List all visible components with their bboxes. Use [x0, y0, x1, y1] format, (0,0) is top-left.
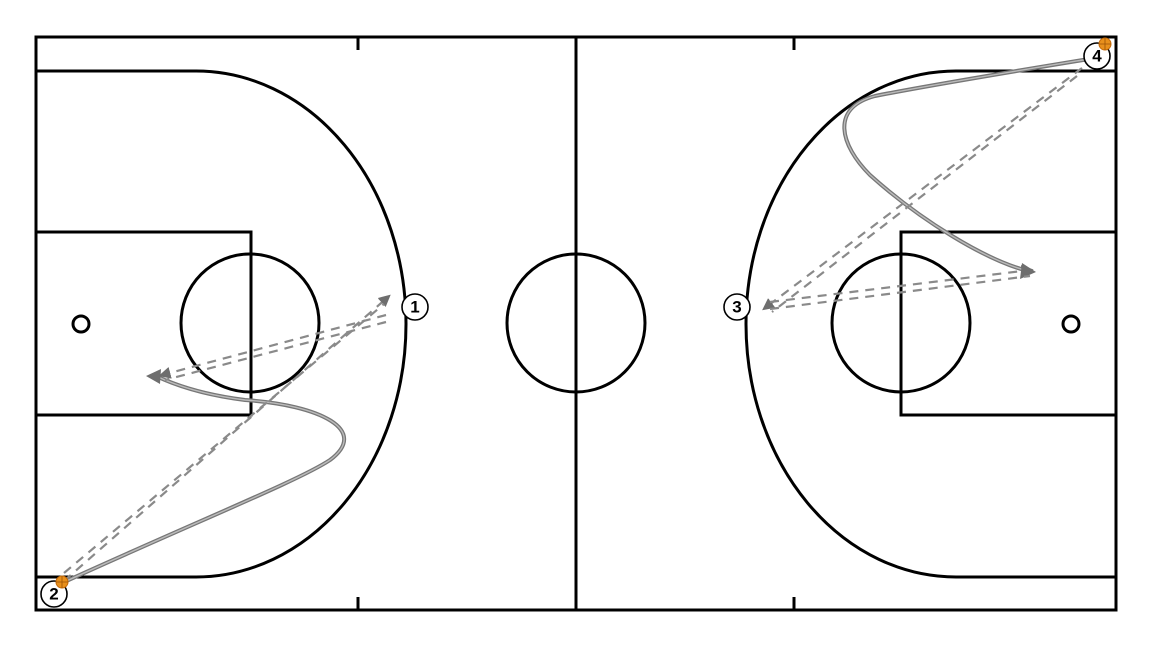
player-label: 3: [732, 298, 741, 317]
pass-line-2: [63, 294, 391, 582]
center-circle: [505, 252, 647, 394]
pass-line-3: [769, 265, 1034, 304]
player-marker: [723, 293, 751, 321]
three-point-line-right: [744, 69, 1116, 579]
player-4: 4: [1083, 37, 1112, 70]
key-right: [899, 230, 1118, 417]
basketball-icon: [1098, 37, 1112, 51]
pass-line-4-double: [771, 75, 1078, 313]
movements: [60, 56, 1097, 585]
player-1: 1: [401, 293, 429, 321]
free-throw-circle-right: [830, 252, 972, 394]
free-throw-circle-left: [179, 252, 321, 394]
basket-right: [1061, 314, 1081, 334]
player-marker: [401, 293, 429, 321]
right-half: [744, 69, 1118, 579]
pass-line-1: [158, 313, 387, 379]
player-2: 2: [40, 575, 69, 608]
arrowhead: [146, 369, 161, 384]
court: [34, 35, 1118, 612]
pass-line-2-double: [63, 303, 385, 574]
player-label: 4: [1092, 47, 1102, 66]
basket-left: [71, 314, 91, 334]
players: 1 2 3 4: [40, 37, 1112, 608]
basketball-icon: [55, 575, 69, 589]
three-point-line-left: [36, 69, 408, 579]
left-half: [34, 69, 408, 579]
key-left: [34, 230, 253, 417]
player-label: 2: [49, 585, 58, 604]
pass-line-1-double: [164, 320, 387, 382]
dribble-path-2: [60, 369, 346, 585]
pass-line-4: [762, 67, 1083, 311]
player-3: 3: [723, 293, 751, 321]
player-label: 1: [410, 298, 419, 317]
pass-line-3-double: [769, 274, 1031, 311]
